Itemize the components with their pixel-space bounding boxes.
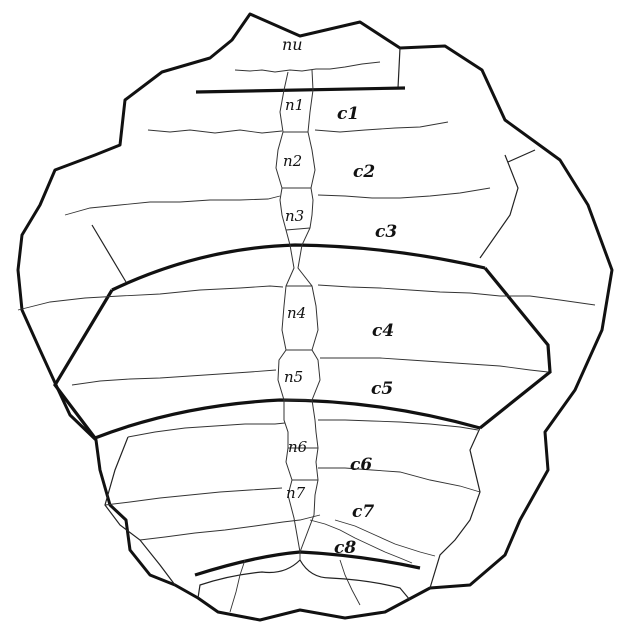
costal-suture-2: [65, 188, 490, 215]
arc-left-side: [55, 290, 112, 438]
label-neural-7: n7: [286, 484, 306, 502]
label-costal-2: c2: [353, 162, 375, 182]
label-costal-7: c7: [352, 502, 374, 522]
label-costal-8: c8: [334, 538, 356, 558]
right-fracture-line: [398, 48, 518, 258]
left-marginal-line: [92, 225, 126, 282]
lower-right-edge: [430, 428, 480, 588]
right-marginal-line: [508, 150, 535, 162]
nuchal-suture: [235, 62, 380, 72]
costal-suture-7: [140, 515, 435, 556]
upper-plate-boundary: [196, 88, 405, 92]
costal-suture-1: [148, 122, 448, 133]
label-costal-4: c4: [372, 321, 394, 341]
label-neural-3: n3: [285, 207, 304, 225]
shell-outline: [18, 14, 612, 620]
label-neural-6: n6: [288, 438, 308, 456]
label-costal-1: c1: [337, 104, 359, 124]
label-neural-5: n5: [284, 368, 303, 386]
label-costal-3: c3: [375, 222, 397, 242]
label-neural-2: n2: [283, 152, 302, 170]
label-neural-1: n1: [285, 96, 304, 114]
arc-right-side: [480, 268, 550, 428]
label-nuchal: nu: [282, 35, 303, 54]
costal-suture-5: [128, 420, 478, 437]
costal-suture-4: [72, 358, 548, 385]
bottom-suture-left: [230, 560, 245, 612]
bottom-suture-right: [340, 560, 360, 605]
label-costal-6: c6: [350, 455, 372, 475]
label-neural-4: n4: [287, 304, 306, 322]
bottom-plate-boundary: [195, 552, 420, 575]
label-costal-5: c5: [371, 379, 393, 399]
